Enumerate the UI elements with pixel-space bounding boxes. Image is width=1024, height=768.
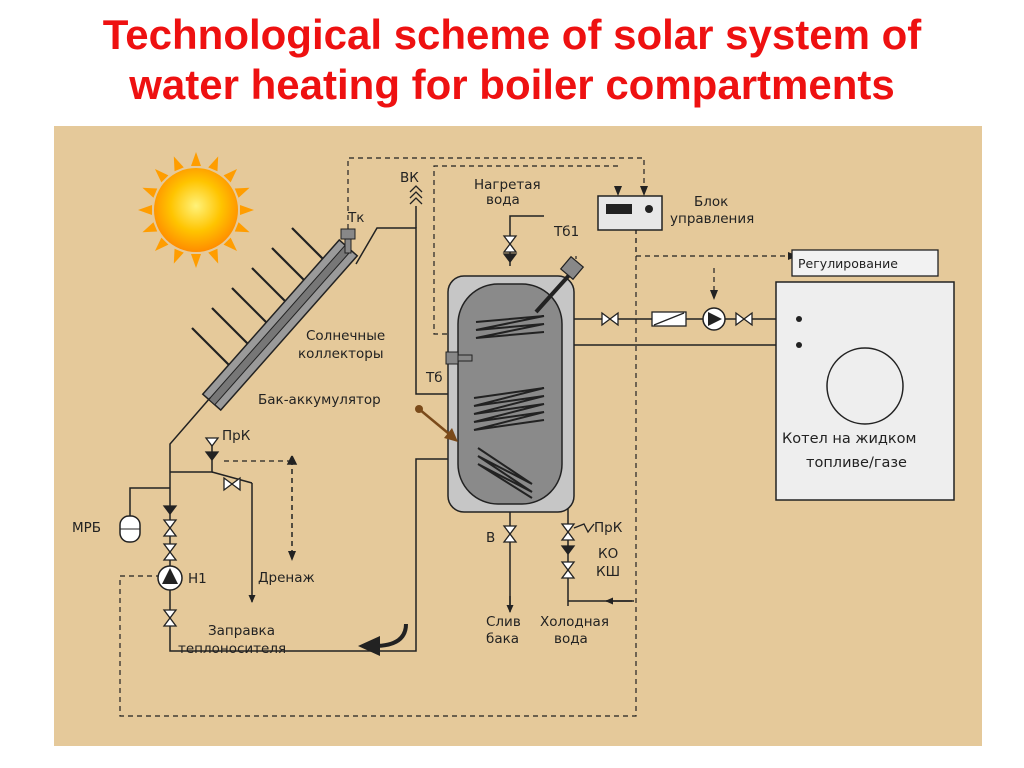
valves (162, 235, 753, 627)
tank-pointer-arrow (415, 405, 458, 442)
label-hot-water-1: Нагретая (474, 177, 541, 193)
label-prk-left: ПрК (222, 428, 251, 444)
label-prk-right: ПрК (594, 520, 623, 536)
label-refill-1: Заправка (208, 623, 275, 639)
tank-sensor-tb1 (534, 255, 585, 314)
label-regulation: Регулирование (798, 256, 898, 271)
label-tank-drain-2: бака (486, 631, 519, 647)
return-arrow-icon (358, 623, 408, 656)
pump-n1-icon (157, 565, 183, 591)
label-vk: ВК (400, 170, 419, 186)
label-mrb: МРБ (72, 520, 101, 536)
expansion-tank-mrb (119, 515, 141, 543)
label-hot-water-2: вода (486, 192, 520, 208)
label-n1: Н1 (188, 571, 207, 587)
label-refill-2: теплоносителя (178, 641, 286, 657)
regulation-box (791, 249, 939, 277)
control-unit (597, 195, 663, 231)
diagram-labels: ВК Тк Нагретая вода Тб1 Блок управления … (72, 170, 916, 657)
solar-collector (201, 238, 359, 412)
title-line-2: water heating for boiler compartments (129, 61, 895, 108)
label-cold-water-1: Холодная (540, 614, 609, 630)
control-arrowheads (288, 186, 798, 561)
label-control-unit-2: управления (670, 211, 754, 227)
label-solar-collectors-1: Солнечные (306, 328, 385, 344)
label-control-unit-1: Блок (694, 194, 728, 210)
sun-icon (138, 152, 254, 268)
scheme-svg: ВК Тк Нагретая вода Тб1 Блок управления … (72, 152, 955, 717)
label-tb: Тб (425, 370, 443, 386)
label-ksh: КШ (596, 564, 620, 580)
title-line-1: Technological scheme of solar system of (102, 11, 922, 58)
accumulator-tank (447, 275, 575, 513)
label-solar-collectors-2: коллекторы (298, 346, 383, 362)
label-tank-drain-1: Слив (486, 614, 521, 630)
boiler (775, 281, 955, 501)
boiler-pump-icon (702, 307, 726, 331)
label-drainage: Дренаж (258, 570, 315, 586)
label-boiler-1: Котел на жидком (782, 431, 916, 447)
flow-arrows (248, 455, 634, 613)
label-boiler-2: топливе/газе (806, 455, 907, 471)
label-accumulator-tank: Бак-аккумулятор (258, 392, 381, 408)
slide-title: Technological scheme of solar system of … (0, 10, 1024, 110)
label-valve-v: В (486, 530, 495, 546)
label-cold-water-2: вода (554, 631, 588, 647)
piping (129, 206, 799, 652)
tank-sensor-tb (445, 351, 473, 365)
relief-valve-right (573, 523, 595, 534)
control-lines (119, 157, 786, 717)
label-tb1: Тб1 (553, 224, 579, 240)
check-valve-icon (651, 311, 687, 327)
label-tk: Тк (347, 210, 364, 226)
label-ko: КО (598, 546, 618, 562)
air-vent-vk (409, 185, 423, 205)
scheme-diagram: ВК Тк Нагретая вода Тб1 Блок управления … (54, 126, 982, 746)
